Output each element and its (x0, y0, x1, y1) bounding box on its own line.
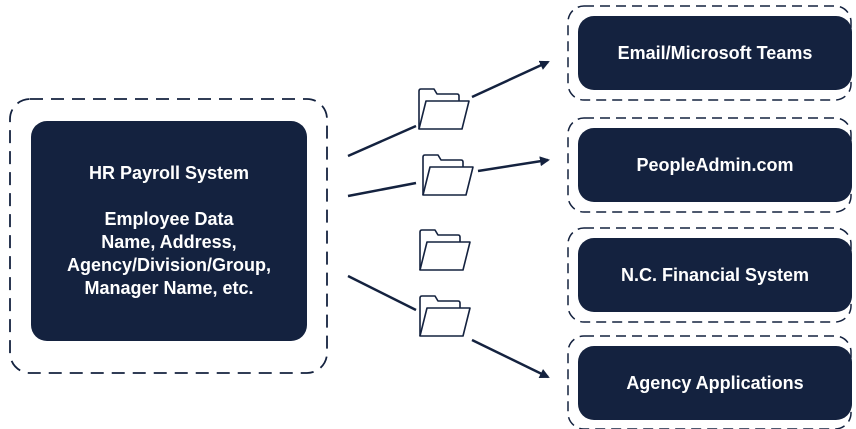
target-agency-applications: Agency Applications (578, 346, 852, 420)
target-label: PeopleAdmin.com (636, 154, 794, 175)
connector-line-1a (347, 124, 417, 158)
source-line: Employee Data (104, 209, 234, 229)
connector-line-4a (347, 274, 417, 312)
folder-icon (422, 154, 474, 196)
hr-payroll-system-box: HR Payroll System Employee Data Name, Ad… (31, 121, 307, 341)
target-peopleadmin: PeopleAdmin.com (578, 128, 852, 202)
target-nc-financial-system: N.C. Financial System (578, 238, 852, 312)
folder-icon (419, 229, 471, 271)
arrow-icon (477, 156, 550, 173)
folder-icon (418, 88, 470, 130)
arrow-icon (471, 60, 550, 99)
target-label: N.C. Financial System (620, 264, 810, 285)
connector-line-2a (347, 181, 417, 198)
source-line: Agency/Division/Group, (66, 255, 272, 275)
target-label: Email/Microsoft Teams (617, 42, 813, 63)
folder-icon (419, 295, 471, 337)
arrow-icon (471, 338, 550, 379)
source-line: Manager Name, etc. (84, 278, 254, 298)
source-group-frame (9, 98, 328, 374)
source-title: HR Payroll System (88, 163, 250, 183)
target-label: Agency Applications (626, 372, 804, 393)
source-line: Name, Address, (101, 232, 237, 252)
target-email-teams: Email/Microsoft Teams (578, 16, 852, 90)
